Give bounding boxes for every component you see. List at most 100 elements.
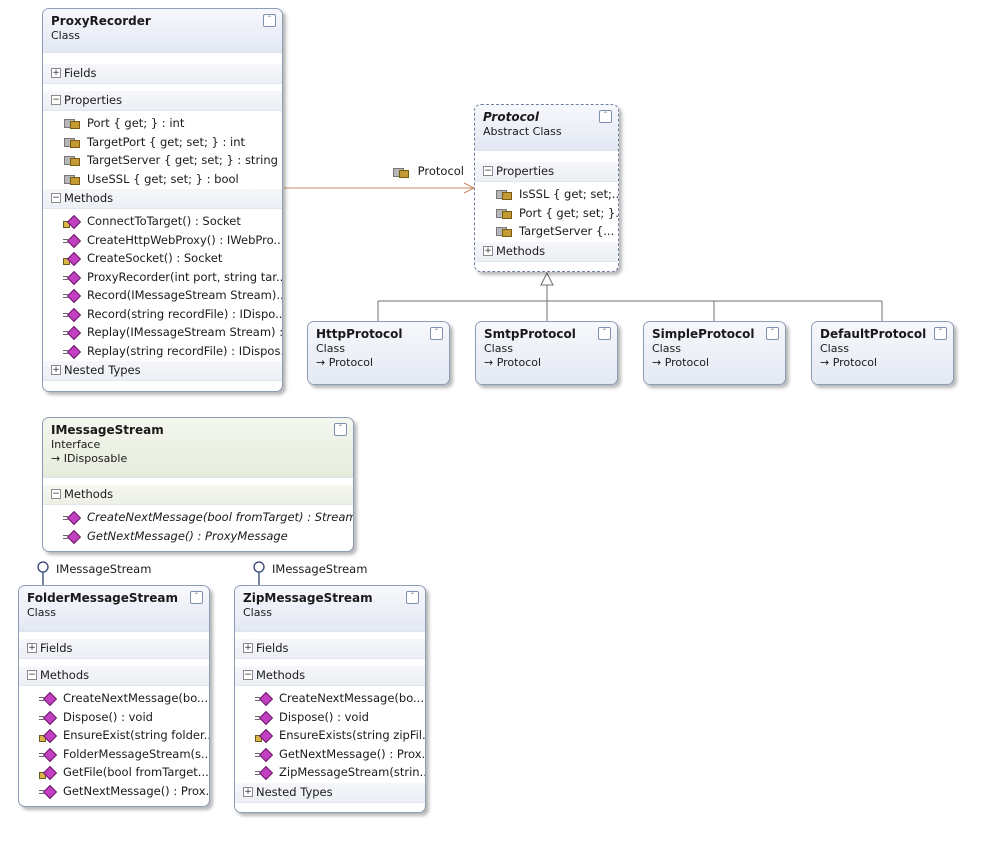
class-kind: Class	[51, 29, 80, 42]
property-icon	[495, 188, 512, 201]
class-header: Protocol Abstract Class ˆ	[475, 105, 618, 151]
property-item[interactable]: Port { get; } : int	[43, 114, 282, 133]
collapse-chevron-up-icon[interactable]: ˆ	[263, 14, 276, 27]
method-item[interactable]: Record(IMessageStream Stream)...	[43, 286, 282, 305]
method-item[interactable]: ProxyRecorder(int port, string tar...	[43, 268, 282, 287]
expand-plus-icon[interactable]: +	[27, 643, 37, 653]
method-icon	[39, 747, 58, 762]
method-item[interactable]: CreateHttpWebProxy() : IWebPro...	[43, 231, 282, 250]
method-item[interactable]: Replay(string recordFile) : IDispos...	[43, 342, 282, 361]
expand-plus-icon[interactable]: +	[51, 68, 61, 78]
property-item[interactable]: TargetServer {...	[475, 222, 618, 241]
collapse-chevron-up-icon[interactable]: ˆ	[406, 591, 419, 604]
method-item[interactable]: EnsureExists(string zipFil...	[235, 726, 425, 745]
expand-chevron-down-icon[interactable]: ˇ	[430, 327, 443, 340]
class-name: HttpProtocol	[316, 327, 403, 341]
property-icon	[63, 136, 80, 149]
section-methods[interactable]: −Methods	[43, 188, 282, 209]
class-kind: Class	[243, 606, 272, 619]
method-item[interactable]: FolderMessageStream(s...	[19, 745, 209, 764]
property-item[interactable]: Port { get; set; }...	[475, 204, 618, 223]
method-item[interactable]: Replay(IMessageStream Stream) :...	[43, 323, 282, 342]
section-fields[interactable]: +Fields	[19, 638, 209, 659]
property-item[interactable]: TargetPort { get; set; } : int	[43, 133, 282, 152]
collapse-minus-icon[interactable]: −	[51, 489, 61, 499]
method-icon	[63, 270, 82, 285]
method-item[interactable]: EnsureExist(string folder...	[19, 726, 209, 745]
method-icon	[39, 784, 58, 799]
interface-imessagestream[interactable]: IMessageStream Interface → IDisposable ˆ…	[42, 417, 354, 552]
method-item[interactable]: Record(string recordFile) : IDispo...	[43, 305, 282, 324]
collapse-minus-icon[interactable]: −	[51, 193, 61, 203]
method-item[interactable]: CreateSocket() : Socket	[43, 249, 282, 268]
section-methods[interactable]: −Methods	[235, 665, 425, 686]
expand-plus-icon[interactable]: +	[51, 365, 61, 375]
section-fields[interactable]: +Fields	[43, 63, 282, 84]
class-kind: Class	[316, 342, 345, 355]
method-item[interactable]: GetNextMessage() : ProxyMessage	[43, 527, 353, 546]
lollipop-zip-circle	[253, 561, 265, 573]
expand-chevron-down-icon[interactable]: ˇ	[934, 327, 947, 340]
collapse-chevron-up-icon[interactable]: ˆ	[599, 110, 612, 123]
method-item[interactable]: GetNextMessage() : Prox...	[19, 782, 209, 801]
class-protocol[interactable]: Protocol Abstract Class ˆ −Properties Is…	[474, 104, 619, 272]
collapse-chevron-up-icon[interactable]: ˆ	[334, 423, 347, 436]
section-properties[interactable]: −Properties	[475, 161, 618, 182]
method-item[interactable]: ZipMessageStream(strin...	[235, 763, 425, 782]
method-item[interactable]: GetNextMessage() : Prox...	[235, 745, 425, 764]
collapse-chevron-up-icon[interactable]: ˆ	[190, 591, 203, 604]
property-item[interactable]: TargetServer { get; set; } : string	[43, 151, 282, 170]
class-name: DefaultProtocol	[820, 327, 927, 341]
method-item[interactable]: Dispose() : void	[235, 708, 425, 727]
class-defaultprotocol[interactable]: DefaultProtocol Class → Protocol ˇ	[811, 321, 954, 385]
collapse-minus-icon[interactable]: −	[243, 670, 253, 680]
collapse-minus-icon[interactable]: −	[51, 95, 61, 105]
method-item[interactable]: CreateNextMessage(bool fromTarget) : Str…	[43, 508, 353, 527]
lollipop-folder-label: IMessageStream	[56, 562, 152, 576]
expand-plus-icon[interactable]: +	[483, 245, 493, 256]
section-nested-types[interactable]: +Nested Types	[43, 360, 282, 381]
class-base: → Protocol	[652, 356, 710, 369]
method-item[interactable]: CreateNextMessage(bo...	[19, 689, 209, 708]
lollipop-zip-label: IMessageStream	[272, 562, 368, 576]
expand-plus-icon[interactable]: +	[243, 643, 253, 653]
class-httpprotocol[interactable]: HttpProtocol Class → Protocol ˇ	[307, 321, 450, 385]
expand-chevron-down-icon[interactable]: ˇ	[598, 327, 611, 340]
method-item[interactable]: Dispose() : void	[19, 708, 209, 727]
method-item[interactable]: GetFile(bool fromTarget...	[19, 763, 209, 782]
section-methods[interactable]: −Methods	[19, 665, 209, 686]
method-icon	[255, 710, 274, 725]
method-icon	[255, 691, 274, 707]
section-methods[interactable]: +Methods	[475, 240, 618, 262]
collapse-minus-icon[interactable]: −	[483, 166, 493, 176]
class-simpleprotocol[interactable]: SimpleProtocol Class → Protocol ˇ	[643, 321, 786, 385]
class-kind: Interface	[51, 438, 101, 451]
method-icon	[63, 288, 82, 304]
class-name: ZipMessageStream	[243, 591, 373, 605]
section-methods[interactable]: −Methods	[43, 484, 353, 505]
private-method-icon	[39, 728, 58, 744]
class-foldermessagestream[interactable]: FolderMessageStream Class ˆ +Fields −Met…	[18, 585, 210, 807]
section-properties[interactable]: −Properties	[43, 90, 282, 111]
class-name: SmtpProtocol	[484, 327, 576, 341]
expand-plus-icon[interactable]: +	[243, 786, 253, 797]
collapse-minus-icon[interactable]: −	[27, 670, 37, 680]
method-item[interactable]: ConnectToTarget() : Socket	[43, 212, 282, 231]
class-proxyrecorder[interactable]: ProxyRecorder Class ˆ +Fields −Propertie…	[42, 8, 283, 392]
class-kind: Class	[27, 606, 56, 619]
class-header: FolderMessageStream Class ˆ	[19, 586, 209, 632]
class-name: ProxyRecorder	[51, 14, 151, 28]
class-header: ProxyRecorder Class ˆ	[43, 9, 282, 53]
class-zipmessagestream[interactable]: ZipMessageStream Class ˆ +Fields −Method…	[234, 585, 426, 813]
method-icon	[39, 691, 58, 707]
section-nested-types[interactable]: +Nested Types	[235, 781, 425, 803]
method-item[interactable]: CreateNextMessage(bo...	[235, 689, 425, 708]
section-fields[interactable]: +Fields	[235, 638, 425, 659]
private-method-icon	[39, 765, 58, 781]
property-item[interactable]: IsSSL { get; set;...	[475, 185, 618, 204]
method-icon	[255, 747, 274, 762]
property-item[interactable]: UseSSL { get; set; } : bool	[43, 170, 282, 189]
expand-chevron-down-icon[interactable]: ˇ	[766, 327, 779, 340]
class-base: → Protocol	[316, 356, 374, 369]
class-smtpprotocol[interactable]: SmtpProtocol Class → Protocol ˇ	[475, 321, 618, 385]
